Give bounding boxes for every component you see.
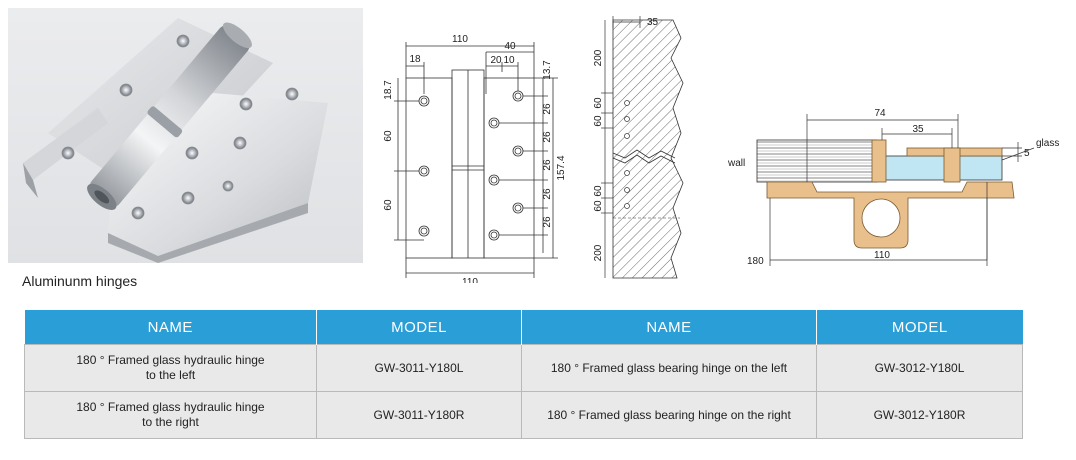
side-dim-60-d: 60 (593, 200, 604, 212)
dim-60-a: 60 (383, 130, 394, 142)
dim-18: 18 (409, 54, 421, 65)
dim-26-3: 26 (542, 159, 553, 171)
side-dim-35: 35 (647, 17, 659, 28)
sec-dim-74: 74 (874, 108, 886, 119)
product-caption: Aluminunm hinges (22, 273, 138, 289)
dim-26-1: 26 (542, 103, 553, 115)
spec-table: NAME MODEL NAME MODEL 180 ° Framed glass… (24, 310, 1023, 439)
cell-model: GW-3012-Y180L (816, 344, 1023, 392)
cell-name: 180 ° Framed glass hydraulic hinge to th… (24, 344, 317, 392)
front-view-drawing: 110 18 40 20 10 110 18.7 60 60 13.7 26 2… (383, 34, 567, 283)
side-dim-200-bottom: 200 (593, 244, 604, 261)
sec-dim-180: 180 (747, 256, 764, 267)
table-row: 180 ° Framed glass hydraulic hinge to th… (24, 344, 1023, 392)
dim-110-top: 110 (452, 34, 468, 45)
side-dim-60-b: 60 (593, 115, 604, 127)
side-dim-60-c: 60 (593, 185, 604, 197)
table-row: 180 ° Framed glass hydraulic hinge to th… (24, 391, 1023, 439)
hinge-photo (8, 8, 363, 263)
side-view-drawing: 35 200 60 60 60 60 200 (593, 16, 684, 279)
table-header-row: NAME MODEL NAME MODEL (24, 310, 1023, 345)
cross-section-drawing: 74 35 5 180 110 wall glass (727, 108, 1059, 267)
dim-18-7: 18.7 (383, 80, 394, 100)
cell-name: 180 ° Framed glass bearing hinge on the … (521, 344, 817, 392)
cell-name: 180 ° Framed glass bearing hinge on the … (521, 391, 817, 439)
header-name-2: NAME (521, 310, 817, 345)
dim-26-5: 26 (542, 216, 553, 228)
dim-13-7: 13.7 (542, 60, 553, 80)
header-model-1: MODEL (316, 310, 522, 345)
dim-60-b: 60 (383, 199, 394, 211)
cell-name: 180 ° Framed glass hydraulic hinge to th… (24, 391, 317, 439)
dim-40: 40 (504, 41, 516, 52)
header-name-1: NAME (24, 310, 317, 345)
dim-20: 20 (490, 55, 502, 66)
cell-model: GW-3011-Y180R (316, 391, 522, 439)
dim-26-4: 26 (542, 188, 553, 200)
side-dim-60-a: 60 (593, 97, 604, 109)
header-model-2: MODEL (816, 310, 1023, 345)
side-dim-200-top: 200 (593, 49, 604, 66)
dim-10: 10 (503, 55, 515, 66)
sec-dim-110: 110 (874, 250, 890, 261)
cell-model: GW-3012-Y180R (816, 391, 1023, 439)
dim-110-bottom: 110 (462, 277, 478, 283)
sec-dim-5: 5 (1024, 148, 1030, 159)
sec-dim-35: 35 (912, 124, 924, 135)
wall-label: wall (727, 158, 745, 169)
dim-26-2: 26 (542, 131, 553, 143)
dim-157-4: 157.4 (556, 155, 567, 180)
cell-model: GW-3011-Y180L (316, 344, 522, 392)
glass-label: glass (1036, 138, 1059, 149)
